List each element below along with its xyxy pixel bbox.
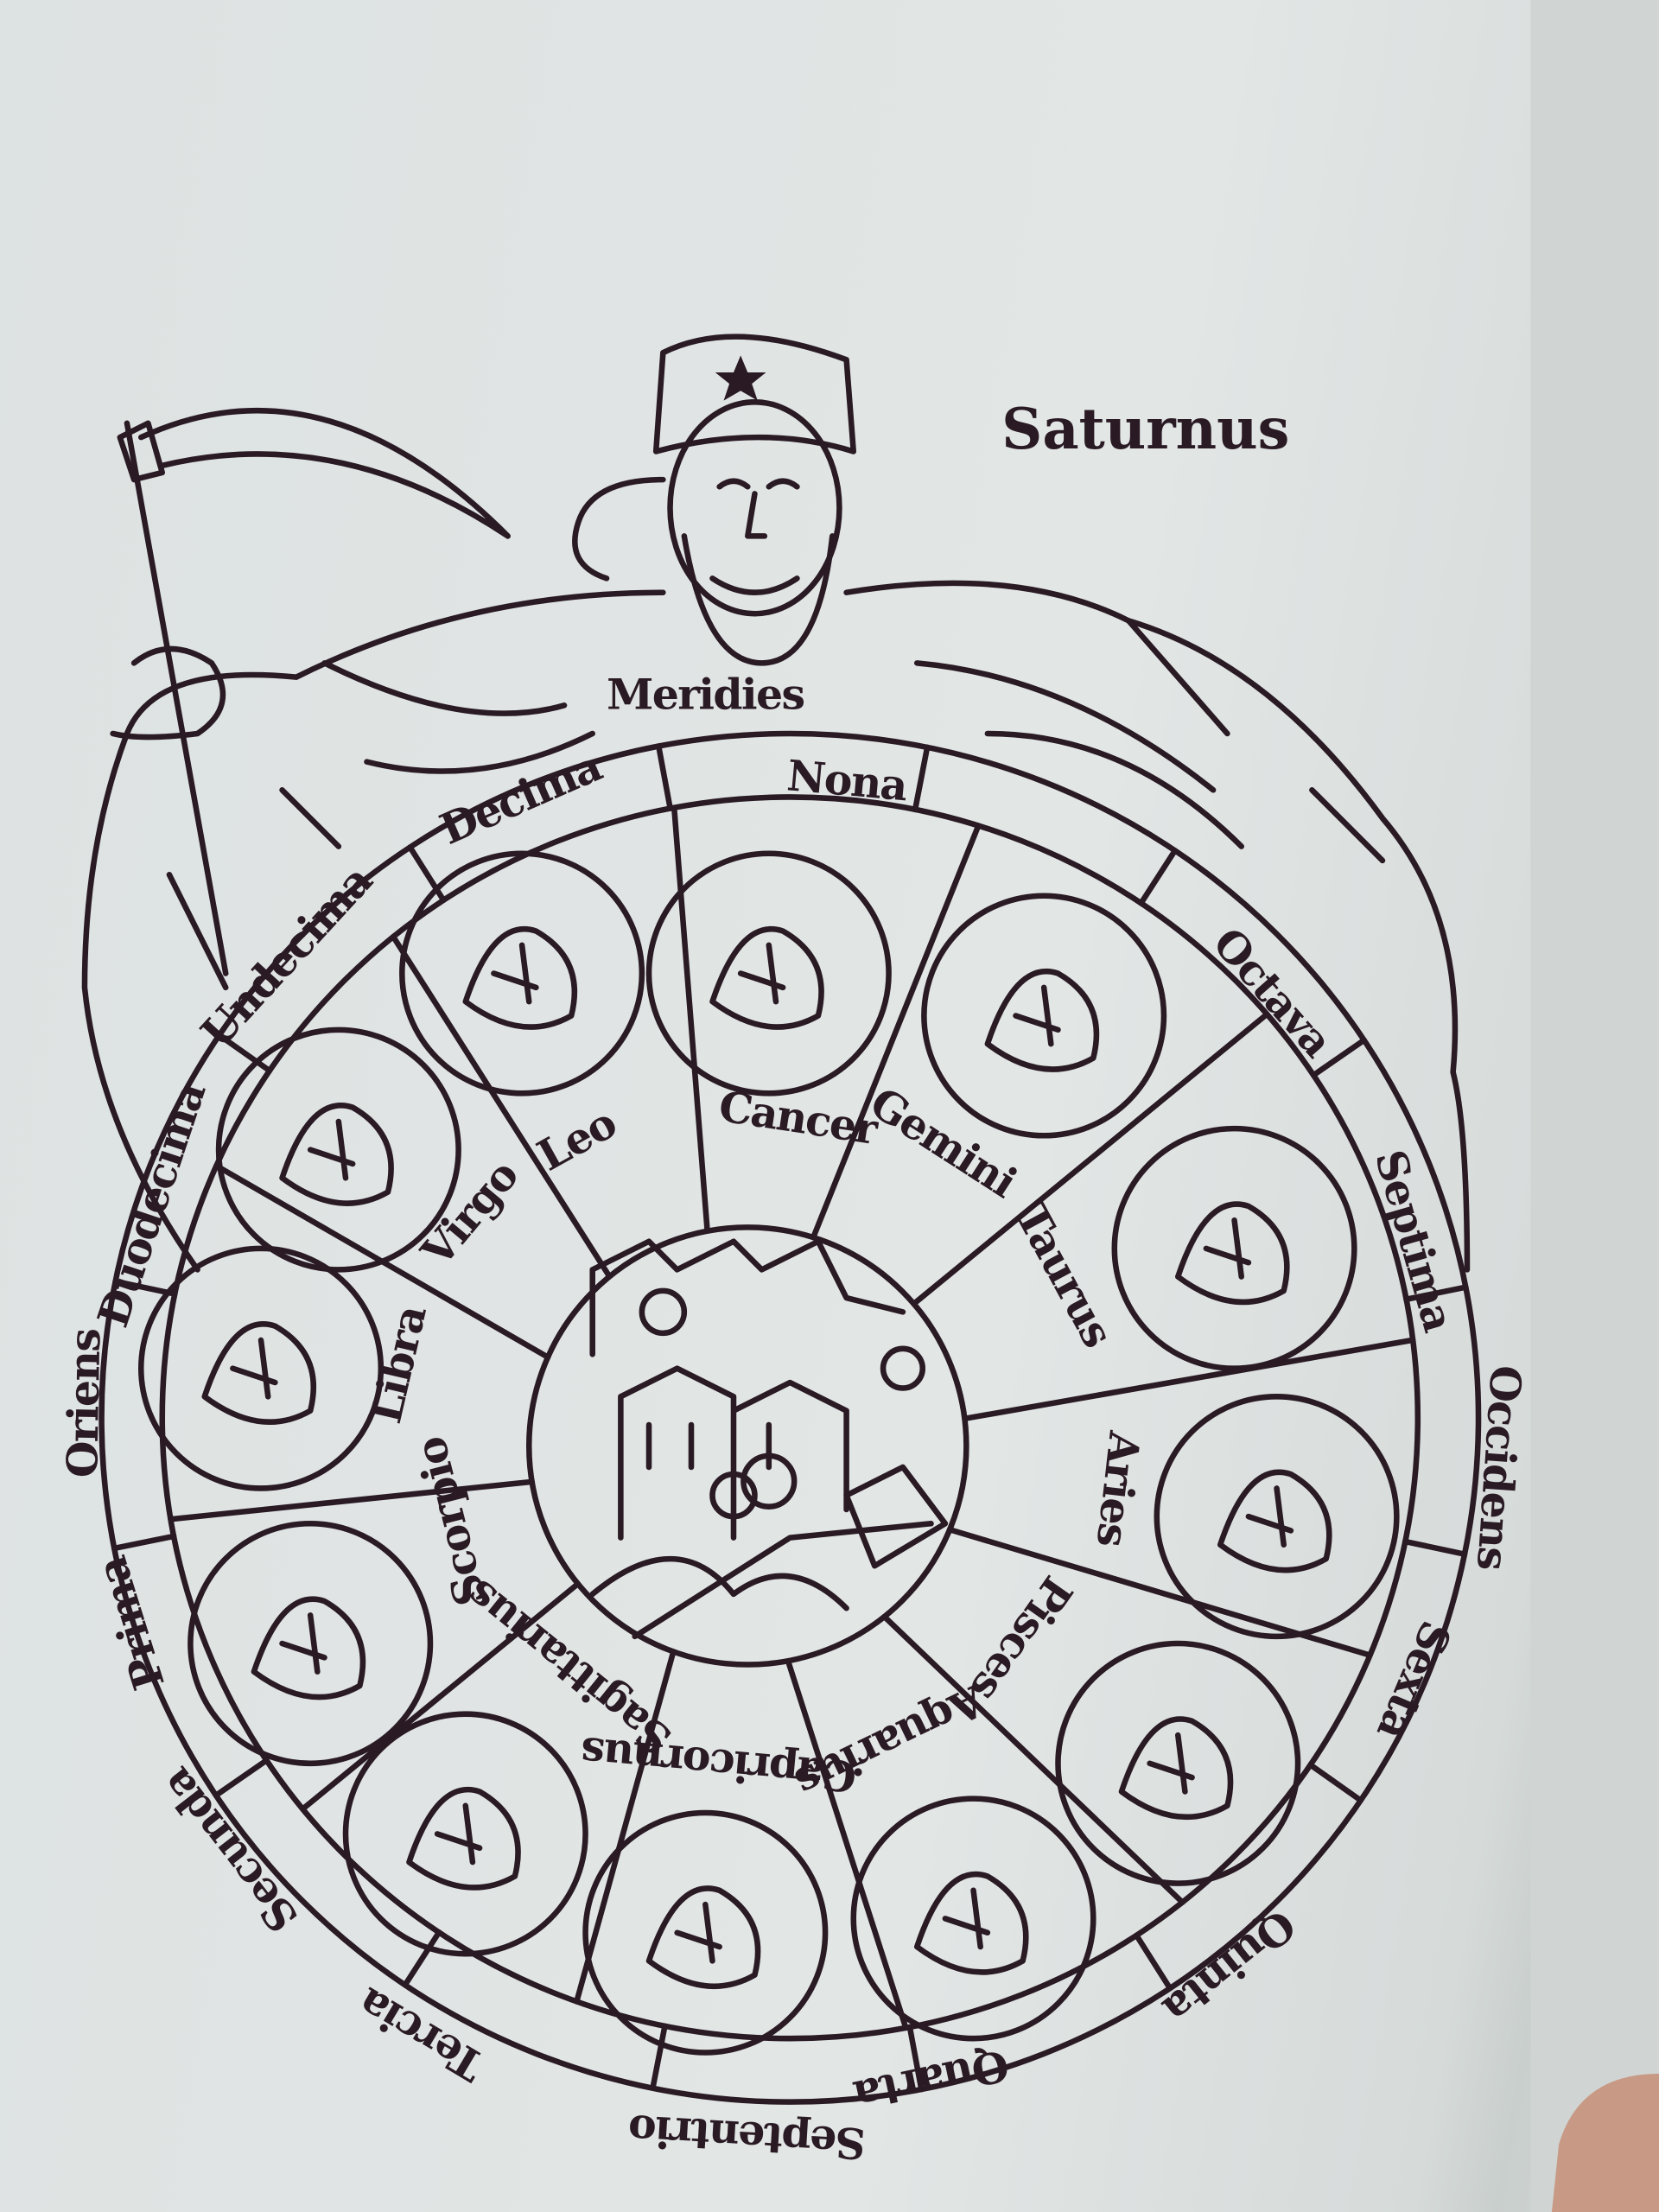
- ring-divider: [655, 743, 673, 811]
- hour-label: Nona: [785, 750, 910, 810]
- zodiac-medallion-aries: [1154, 1394, 1400, 1640]
- zodiac-medallion-cancer: [645, 850, 892, 1096]
- inner-ring: [159, 794, 1421, 2042]
- spoke: [911, 1011, 1270, 1307]
- hour-label: Duodecima: [87, 1076, 215, 1333]
- spoke: [168, 1478, 535, 1522]
- zodiac-medallion-scorpio: [188, 1521, 434, 1767]
- city-drawing: [589, 1238, 949, 1640]
- ring-divider: [1134, 1932, 1173, 1992]
- title-saturnus: Saturnus: [1001, 397, 1289, 462]
- zodiac-medallion-taurus: [1111, 1125, 1357, 1371]
- zodiac-medallion-gemini: [921, 893, 1167, 1139]
- zodiac-medallion-sagittarius: [342, 1711, 588, 1957]
- ring-divider: [216, 1032, 273, 1074]
- zodiac-figure: [201, 1321, 317, 1425]
- spoke: [881, 1613, 1185, 1905]
- zodiac-figure: [251, 1596, 366, 1700]
- spoke: [810, 823, 982, 1241]
- zodiac-medallion-virgo: [215, 1027, 461, 1273]
- hour-label: Meridies: [607, 670, 804, 720]
- hour-label: Decima: [433, 741, 609, 855]
- zodiac-figure: [462, 926, 578, 1030]
- ring-divider: [1310, 1037, 1367, 1078]
- sign-label: Aquarius: [788, 1675, 993, 1808]
- scythe-handle: [124, 420, 229, 976]
- zodiac-figure: [645, 1885, 761, 1990]
- zodiac-figure: [279, 1103, 394, 1206]
- sign-label: Gemini: [861, 1077, 1026, 1208]
- spoke: [785, 1657, 909, 2031]
- hour-label: Quinta: [1154, 1899, 1305, 2035]
- zodiac-medallion-aquarius: [850, 1796, 1096, 2042]
- saturn-head: [667, 399, 842, 617]
- zodiac-figure: [1175, 1201, 1290, 1306]
- ring-divider: [1138, 848, 1179, 906]
- spoke: [300, 1580, 582, 1812]
- zodiac-figure: [1217, 1469, 1332, 1573]
- ring-divider: [112, 1278, 178, 1297]
- hour-label: Septentrio: [628, 2105, 867, 2169]
- spoke: [671, 804, 710, 1235]
- saturn-hand: [110, 645, 226, 741]
- sign-label: Virgo: [411, 1151, 528, 1277]
- ring-divider: [1402, 1538, 1468, 1557]
- zodiac-medallion-pisces: [1055, 1640, 1301, 1886]
- ring-divider: [407, 844, 447, 904]
- sign-label: Pisces: [961, 1567, 1083, 1711]
- zodiac-medallion-libra: [138, 1245, 385, 1491]
- city-medallion: [525, 1224, 969, 1668]
- ring-divider: [111, 1533, 177, 1552]
- zodiac-figure: [406, 1786, 521, 1891]
- spoke: [574, 1649, 677, 2005]
- spoke: [390, 933, 613, 1280]
- spoke: [962, 1337, 1416, 1422]
- finger: [1551, 2074, 1659, 2212]
- zodiac-medallion-leo: [399, 850, 645, 1096]
- zodiac-figure: [1118, 1716, 1234, 1821]
- sign-label: Cancer: [715, 1081, 882, 1154]
- zodiac-figure: [984, 969, 1100, 1072]
- outer-ring: [99, 730, 1482, 2105]
- zodiac-medallion-capricornus: [582, 1809, 829, 2056]
- ring-divider: [912, 744, 931, 813]
- ring-divider: [1403, 1284, 1469, 1303]
- zodiac-figure: [913, 1871, 1029, 1975]
- star-icon: [715, 355, 766, 401]
- hour-label: Quarta: [849, 2039, 1013, 2121]
- hour-label: Septima: [1365, 1145, 1465, 1338]
- robe-right: [843, 580, 1471, 1273]
- sign-label: Taurus: [1006, 1195, 1123, 1354]
- ring-divider: [1307, 1762, 1364, 1803]
- saturn-hat: [652, 334, 857, 454]
- zodiac-figure: [709, 926, 824, 1030]
- hour-label: Prima: [86, 1551, 175, 1696]
- scythe-blade: [138, 407, 512, 539]
- wheel: [99, 730, 1482, 2105]
- ring-divider: [650, 2023, 668, 2092]
- ring-divider: [213, 1758, 270, 1799]
- sign-label: Aries: [1087, 1428, 1150, 1549]
- page-edge: [1530, 0, 1659, 2212]
- ring-divider: [906, 2024, 925, 2093]
- hour-label: Octava: [1203, 918, 1342, 1066]
- ring-divider: [402, 1929, 442, 1988]
- hour-label: Oriens: [57, 1329, 110, 1478]
- saturn-figure: [81, 334, 1471, 1273]
